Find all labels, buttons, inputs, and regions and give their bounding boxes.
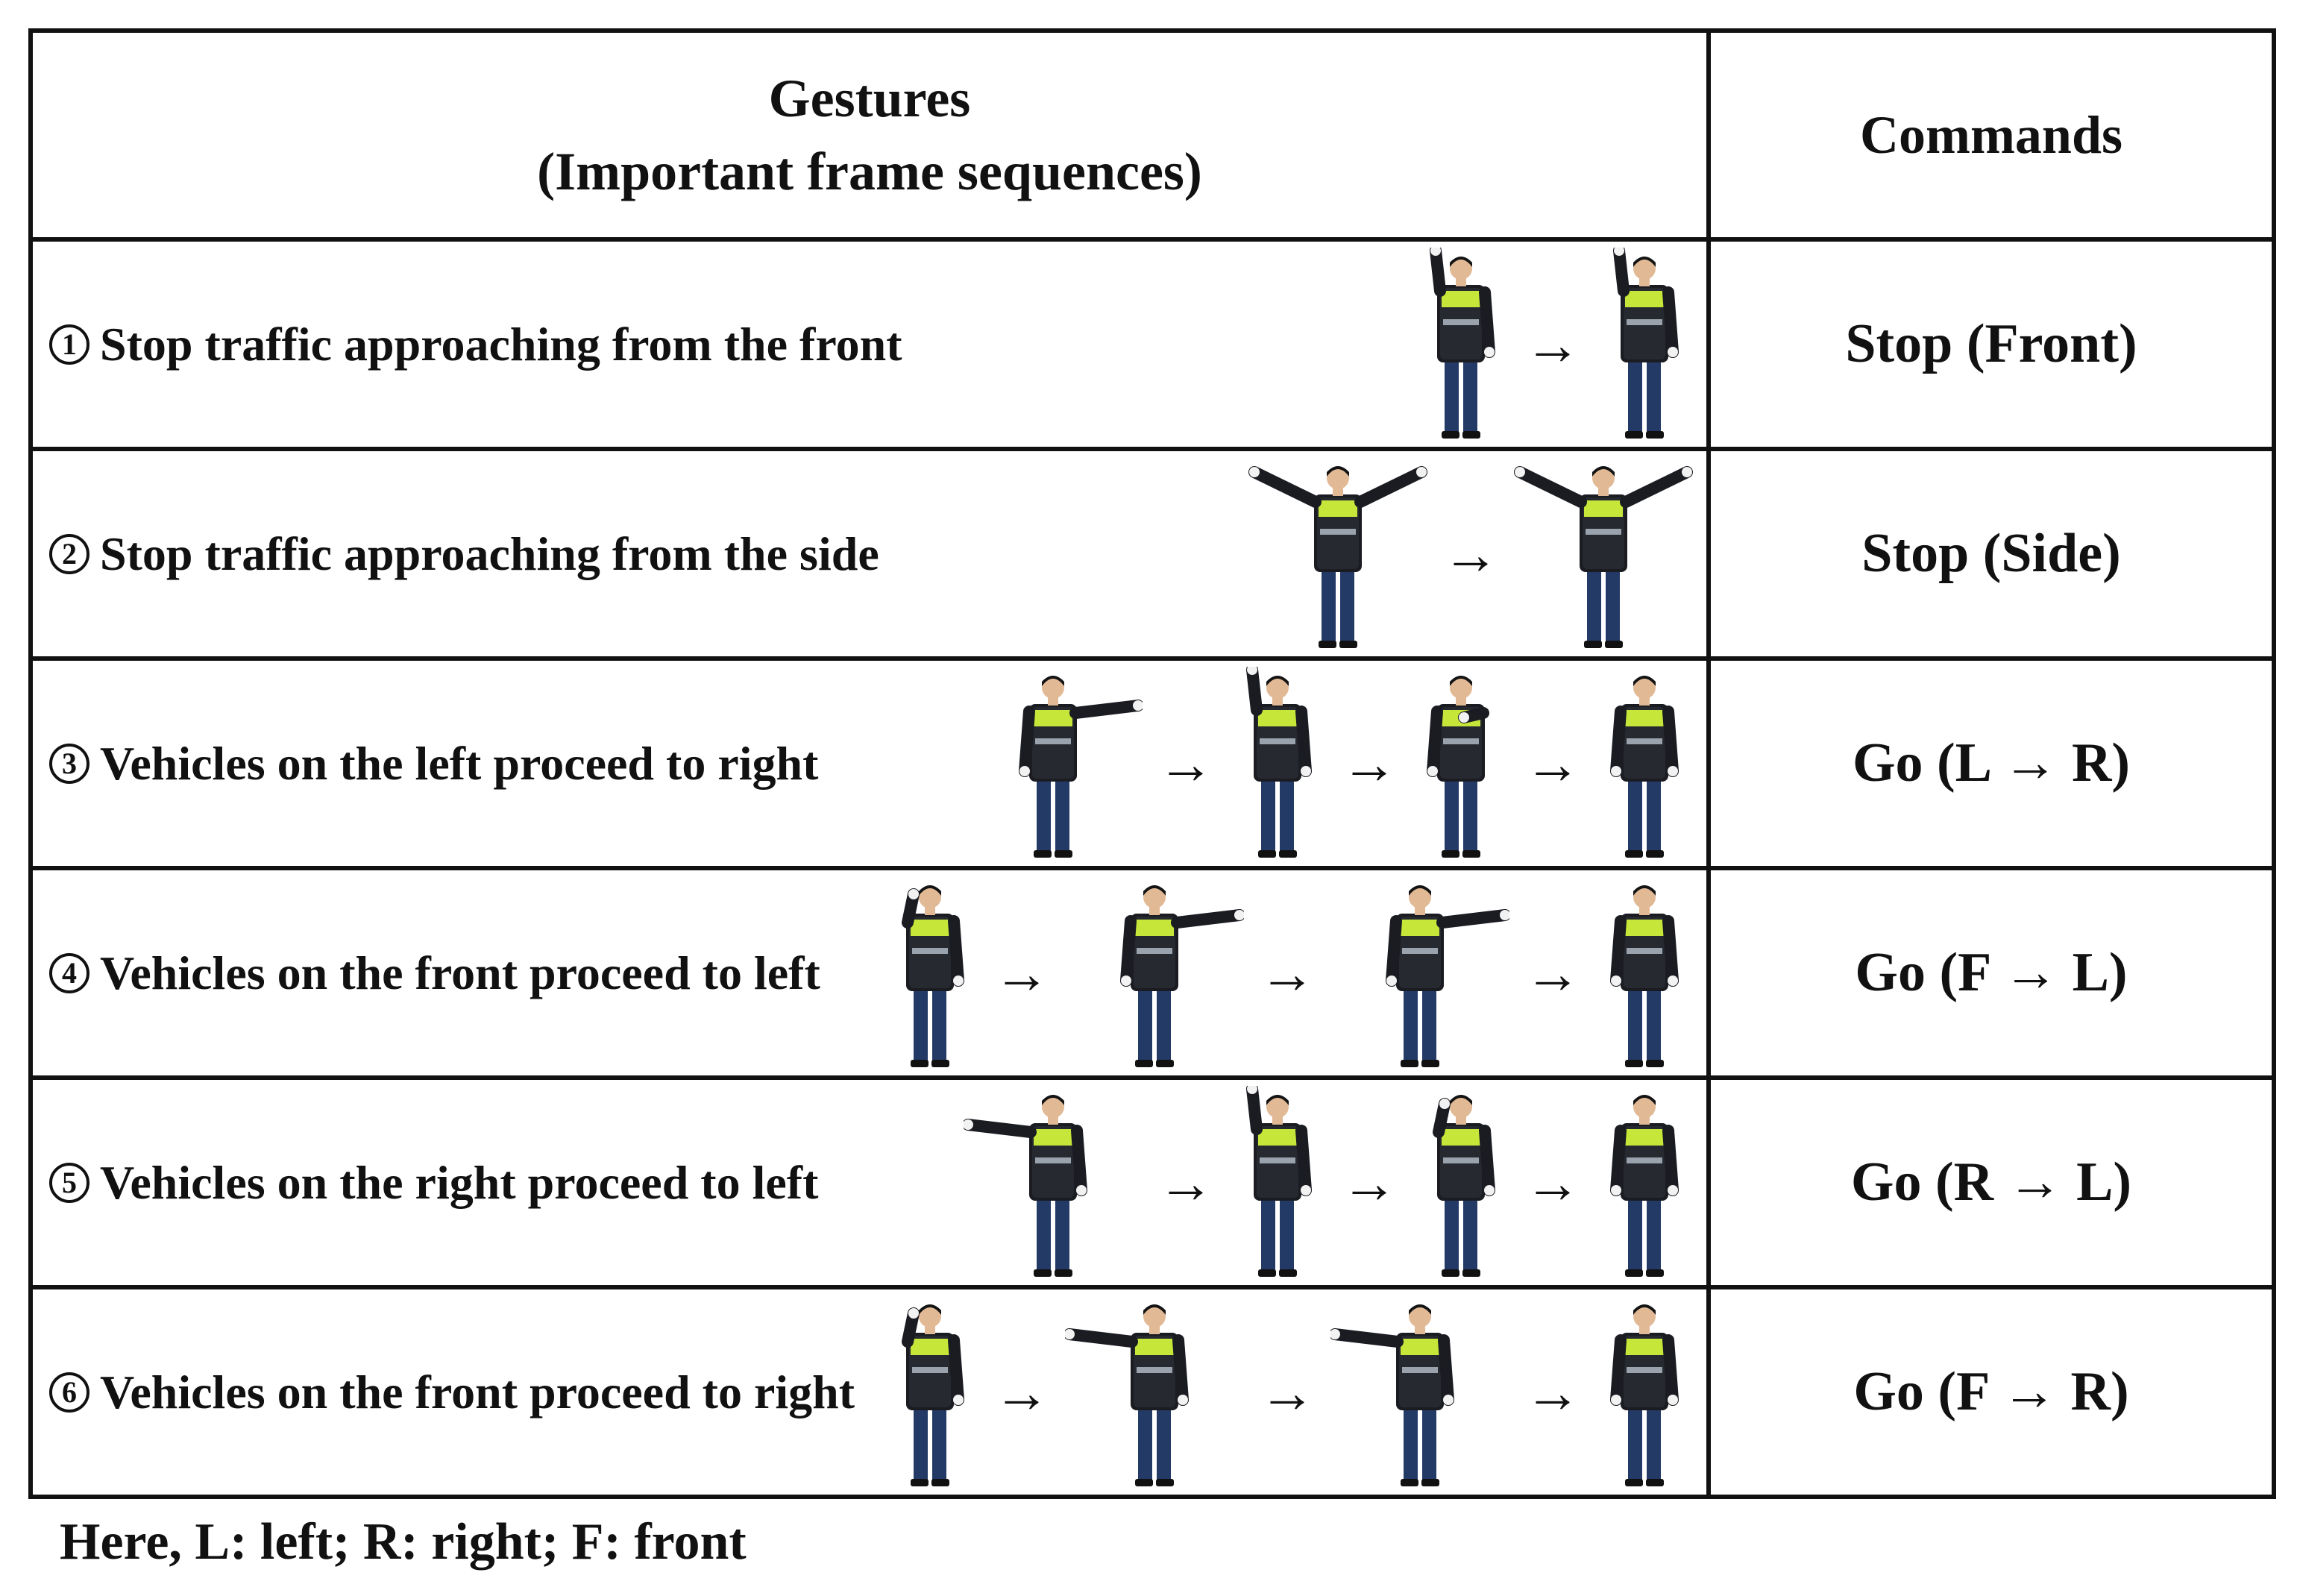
frame-sequence: →	[1413, 247, 1693, 443]
footnote: Here, L: left; R: right; F: front	[60, 1513, 747, 1571]
gesture-description: Vehicles on the left proceed to right	[100, 736, 819, 790]
table-row: 6 Vehicles on the front proceed to right →…	[28, 1285, 2276, 1499]
gesture-number-badge: 3	[49, 743, 89, 784]
sequence-arrow-icon: →	[1524, 313, 1581, 377]
police-figure-right-arm-up	[1229, 1085, 1326, 1281]
sequence-arrow-icon: →	[1341, 1152, 1398, 1215]
police-figure-left-arm-out	[1065, 876, 1244, 1072]
gesture-number-badge: 4	[49, 952, 89, 993]
gesture-label: 6 Vehicles on the front proceed to right	[49, 1365, 855, 1420]
command-cell: Stop (Side)	[1706, 447, 2276, 661]
police-figure-right-arm-out	[1065, 1295, 1244, 1491]
table-row: 2 Stop traffic approaching from the side →…	[28, 447, 2276, 661]
frame-sequence: → → →	[882, 878, 1693, 1069]
police-figure-right-arm-up	[1413, 247, 1509, 443]
police-figure-right-arm-out	[1330, 1295, 1509, 1491]
gesture-cell: 6 Vehicles on the front proceed to right →…	[28, 1285, 1711, 1499]
frame-sequence: → → →	[964, 1085, 1693, 1281]
gesture-label: 1 Stop traffic approaching from the front	[49, 317, 902, 372]
gestures-header-title: Gestures	[768, 69, 971, 128]
police-figure-neutral	[1596, 667, 1693, 862]
police-figure-hand-to-head	[1413, 1086, 1509, 1281]
gesture-label: 4 Vehicles on the front proceed to left	[49, 946, 820, 1001]
sequence-arrow-icon: →	[1442, 523, 1499, 586]
gesture-description: Stop traffic approaching from the side	[100, 527, 879, 580]
sequence-arrow-icon: →	[993, 1361, 1050, 1424]
command-cell: Go (R → L)	[1706, 1075, 2276, 1289]
gesture-description: Vehicles on the front proceed to right	[100, 1365, 855, 1419]
police-figure-hand-to-chest	[1413, 667, 1509, 862]
gesture-cell: 2 Stop traffic approaching from the side →	[28, 447, 1711, 661]
gesture-description: Vehicles on the front proceed to left	[100, 946, 820, 999]
gesture-description: Stop traffic approaching from the front	[100, 317, 902, 371]
command-cell: Go (F → R)	[1706, 1285, 2276, 1499]
gesture-label: 2 Stop traffic approaching from the side	[49, 527, 879, 582]
gesture-label: 3 Vehicles on the left proceed to right	[49, 736, 818, 791]
gesture-number-badge: 6	[49, 1372, 89, 1413]
gesture-command-table: Gestures (Important frame sequences) Com…	[28, 28, 2276, 1499]
sequence-arrow-icon: →	[1157, 732, 1214, 796]
sequence-arrow-icon: →	[993, 942, 1050, 1005]
sequence-arrow-icon: →	[1259, 1361, 1316, 1424]
command-cell: Stop (Front)	[1706, 237, 2276, 451]
gesture-number-badge: 1	[49, 324, 89, 365]
police-figure-neutral	[1596, 1295, 1693, 1491]
gestures-header-subtitle: (Important frame sequences)	[537, 142, 1202, 201]
gesture-description: Vehicles on the right proceed to left	[100, 1155, 819, 1209]
frame-sequence: → → →	[882, 1297, 1693, 1489]
police-figure-both-arms-raised-out	[1514, 457, 1693, 653]
frame-sequence: →	[1248, 459, 1693, 650]
gesture-label: 5 Vehicles on the right proceed to left	[49, 1155, 818, 1210]
police-figure-hand-to-head	[882, 876, 978, 1072]
table-header-row: Gestures (Important frame sequences) Com…	[28, 28, 2276, 242]
sequence-arrow-icon: →	[1524, 1152, 1581, 1215]
police-figure-both-arms-raised-out	[1248, 457, 1427, 653]
sequence-arrow-icon: →	[1259, 942, 1316, 1005]
sequence-arrow-icon: →	[1524, 1361, 1581, 1424]
command-cell: Go (L → R)	[1706, 656, 2276, 870]
gesture-number-badge: 2	[49, 533, 89, 574]
police-figure-hand-to-head	[882, 1295, 978, 1491]
police-figure-right-arm-up	[1596, 247, 1693, 443]
gestures-header-cell: Gestures (Important frame sequences)	[28, 28, 1711, 242]
commands-header-cell: Commands	[1706, 28, 2276, 242]
sequence-arrow-icon: →	[1157, 1152, 1214, 1215]
police-figure-left-arm-out	[964, 667, 1143, 862]
police-figure-neutral	[1596, 1086, 1693, 1281]
police-figure-neutral	[1596, 876, 1693, 1072]
sequence-arrow-icon: →	[1341, 732, 1398, 796]
frame-sequence: → → →	[964, 666, 1693, 862]
gesture-number-badge: 5	[49, 1162, 89, 1203]
command-cell: Go (F → L)	[1706, 866, 2276, 1080]
sequence-arrow-icon: →	[1524, 942, 1581, 1005]
gesture-cell: 1 Stop traffic approaching from the front…	[28, 237, 1711, 451]
police-figure-left-arm-out	[1330, 876, 1509, 1072]
table-body: 1 Stop traffic approaching from the front…	[28, 237, 2276, 1499]
police-figure-right-arm-out	[964, 1086, 1143, 1281]
sequence-arrow-icon: →	[1524, 732, 1581, 796]
police-figure-right-arm-up	[1229, 666, 1326, 862]
table-row: 1 Stop traffic approaching from the front…	[28, 237, 2276, 451]
